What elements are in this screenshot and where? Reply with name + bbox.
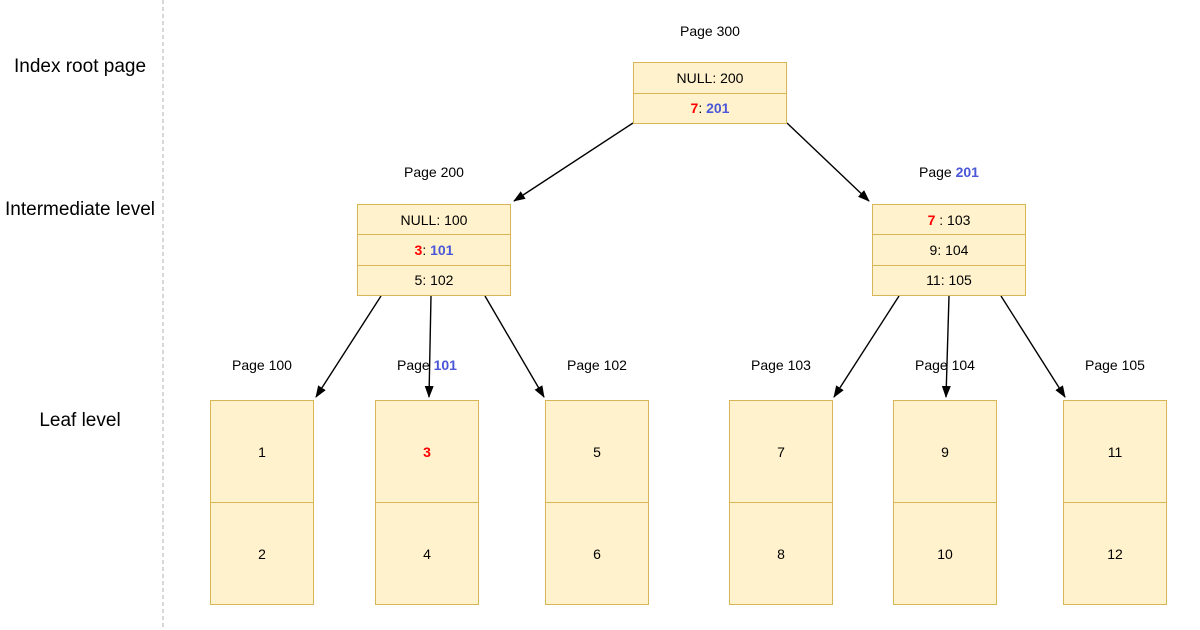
page-200-label: Page 200 bbox=[357, 164, 511, 181]
row-key: 3 bbox=[414, 241, 423, 258]
page-201-label: Page 201 bbox=[872, 164, 1026, 181]
box-row: 11: 105 bbox=[873, 264, 1025, 295]
leaf-page-101-box: 3 4 bbox=[375, 400, 479, 605]
page-102-label: Page 102 bbox=[545, 357, 649, 374]
arrow-page-200-to-page-101 bbox=[424, 295, 434, 398]
row-value: 101 bbox=[430, 241, 454, 258]
cell-value: 7 bbox=[777, 443, 785, 460]
cell-value: 1 bbox=[258, 443, 266, 460]
arrow-page-201-to-page-105 bbox=[1000, 295, 1066, 398]
page-label-number: 101 bbox=[433, 357, 457, 373]
page-label-number: 200 bbox=[440, 164, 464, 180]
leaf-cell: 1 bbox=[211, 401, 313, 502]
row-text: NULL: 100 bbox=[400, 211, 468, 228]
leaf-cell: 2 bbox=[211, 502, 313, 604]
leaf-cell: 3 bbox=[376, 401, 478, 502]
leaf-page-102-box: 5 6 bbox=[545, 400, 649, 605]
page-104-label: Page 104 bbox=[893, 357, 997, 374]
page-label-prefix: Page bbox=[915, 357, 952, 373]
page-300-box: NULL: 200 7: 201 bbox=[633, 62, 787, 124]
leaf-cell: 7 bbox=[730, 401, 832, 502]
box-row: NULL: 200 bbox=[634, 63, 786, 93]
page-100-label: Page 100 bbox=[210, 357, 314, 374]
leaf-page-105-box: 11 12 bbox=[1063, 400, 1167, 605]
leaf-cell: 8 bbox=[730, 502, 832, 604]
row-separator: : bbox=[935, 211, 948, 228]
cell-value: 4 bbox=[423, 545, 431, 562]
page-label-number: 100 bbox=[268, 357, 292, 373]
leaf-cell: 10 bbox=[894, 502, 996, 604]
page-label-number: 103 bbox=[787, 357, 811, 373]
row-separator: : bbox=[422, 241, 431, 258]
page-label-number: 105 bbox=[1121, 357, 1145, 373]
cell-value: 12 bbox=[1107, 545, 1123, 562]
leaf-cell: 4 bbox=[376, 502, 478, 604]
leaf-cell: 9 bbox=[894, 401, 996, 502]
cell-value: 11 bbox=[1107, 443, 1123, 460]
page-label-prefix: Page bbox=[1085, 357, 1122, 373]
page-103-label: Page 103 bbox=[729, 357, 833, 374]
cell-value: 9 bbox=[941, 443, 949, 460]
leaf-page-103-box: 7 8 bbox=[729, 400, 833, 605]
page-label-prefix: Page bbox=[919, 164, 956, 180]
row-value: 103 bbox=[947, 211, 971, 228]
leaf-page-104-box: 9 10 bbox=[893, 400, 997, 605]
page-label-prefix: Page bbox=[751, 357, 788, 373]
cell-value: 6 bbox=[593, 545, 601, 562]
cell-value: 2 bbox=[258, 545, 266, 562]
page-label-prefix: Page bbox=[397, 357, 434, 373]
page-label-prefix: Page bbox=[567, 357, 604, 373]
row-separator: : bbox=[698, 100, 707, 117]
arrow-page-201-to-page-104 bbox=[941, 295, 951, 398]
cell-value: 10 bbox=[937, 545, 953, 562]
page-201-box: 7 : 103 9: 104 11: 105 bbox=[872, 204, 1026, 296]
row-text: NULL: 200 bbox=[676, 69, 744, 86]
page-label-prefix: Page bbox=[404, 164, 441, 180]
arrow-root-to-page-200 bbox=[513, 122, 634, 202]
box-row: 7 : 103 bbox=[873, 205, 1025, 234]
page-101-label: Page 101 bbox=[375, 357, 479, 374]
row-value: 201 bbox=[706, 100, 730, 117]
cell-value: 3 bbox=[423, 443, 431, 460]
cell-value: 5 bbox=[593, 443, 601, 460]
row-text: 5: 102 bbox=[414, 272, 454, 289]
level-label-index-root-page: Index root page bbox=[13, 56, 147, 77]
row-key: 7 bbox=[690, 100, 699, 117]
page-label-prefix: Page bbox=[232, 357, 269, 373]
leaf-cell: 12 bbox=[1064, 502, 1166, 604]
box-row: 5: 102 bbox=[358, 264, 510, 295]
row-key: 7 bbox=[927, 211, 936, 228]
row-text: 11: 105 bbox=[926, 272, 972, 289]
row-text: 9: 104 bbox=[929, 241, 969, 258]
cell-value: 8 bbox=[777, 545, 785, 562]
leaf-cell: 11 bbox=[1064, 401, 1166, 502]
arrow-page-200-to-page-102 bbox=[484, 295, 545, 398]
page-105-label: Page 105 bbox=[1063, 357, 1167, 374]
leaf-cell: 5 bbox=[546, 401, 648, 502]
level-label-intermediate-level: Intermediate level bbox=[5, 199, 155, 220]
level-label-leaf-level: Leaf level bbox=[39, 410, 121, 431]
page-200-box: NULL: 100 3: 101 5: 102 bbox=[357, 204, 511, 296]
page-label-number: 104 bbox=[951, 357, 975, 373]
leaf-page-100-box: 1 2 bbox=[210, 400, 314, 605]
arrow-page-200-to-page-100 bbox=[315, 295, 382, 398]
page-300-label: Page 300 bbox=[680, 23, 740, 39]
page-label-number: 201 bbox=[955, 164, 979, 180]
leaf-cell: 6 bbox=[546, 502, 648, 604]
box-row: 9: 104 bbox=[873, 234, 1025, 264]
box-row: NULL: 100 bbox=[358, 205, 510, 234]
arrow-page-201-to-page-103 bbox=[833, 295, 900, 398]
box-row: 7: 201 bbox=[634, 92, 786, 124]
arrow-root-to-page-201 bbox=[786, 122, 870, 202]
box-row: 3: 101 bbox=[358, 234, 510, 264]
page-label-number: 102 bbox=[603, 357, 627, 373]
